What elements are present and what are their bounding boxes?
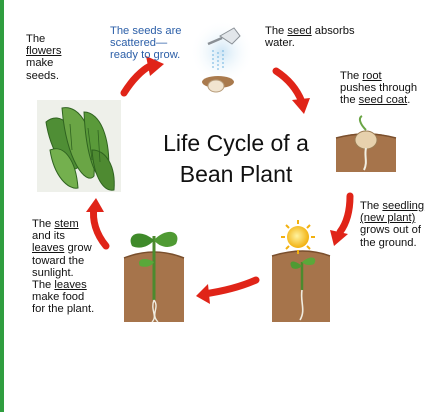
sprouting-seed-image <box>334 116 396 172</box>
growing-plant-image <box>124 232 184 322</box>
flowers-term: flowers <box>26 45 61 57</box>
stem-line-4: toward the <box>32 255 94 267</box>
root-line-3-post: . <box>407 94 410 106</box>
leaves-term: leaves <box>32 242 64 254</box>
scattered-step-text: The seeds are scattered— ready to grow. <box>110 25 182 62</box>
stem-line-6-pre: The <box>32 279 54 291</box>
root-term: root <box>362 70 381 82</box>
stem-line-7: make food <box>32 291 94 303</box>
seedling-term: seedling <box>382 200 424 212</box>
seed-coat-term: seed coat <box>359 94 408 106</box>
bean-pods-image <box>37 100 121 192</box>
flowers-step-text: The flowers make seeds. <box>26 33 61 82</box>
seedling-line-3: grows out of <box>360 224 424 236</box>
stem-term: stem <box>54 218 78 230</box>
stem-pre: The <box>32 218 54 230</box>
stem-line-1: The stem <box>32 218 94 230</box>
scattered-line-3: ready to grow. <box>110 49 182 61</box>
root-pre: The <box>340 70 362 82</box>
seedling-line-1: The seedling <box>360 200 424 212</box>
stem-line-3-post: grow <box>64 242 91 254</box>
stem-step-text: The stem and its leaves grow toward the … <box>32 218 94 316</box>
root-line-3-pre: the <box>340 94 359 106</box>
seedling-line-4: the ground. <box>360 237 424 249</box>
absorbs-step-text: The seed absorbs water. <box>265 25 355 49</box>
stem-line-3: leaves grow <box>32 242 94 254</box>
leaves-term-2: leaves <box>54 279 86 291</box>
flowers-line-1: The <box>26 33 61 45</box>
stem-line-8: for the plant. <box>32 303 94 315</box>
absorbs-post: absorbs <box>312 25 355 37</box>
absorbs-seed-term: seed <box>287 25 311 37</box>
stem-line-5: sunlight. <box>32 267 94 279</box>
root-line-1: The root <box>340 70 417 82</box>
absorbs-pre: The <box>265 25 287 37</box>
stem-line-6: The leaves <box>32 279 94 291</box>
green-edge-bar <box>0 0 4 412</box>
seedling-sun-image <box>272 220 330 322</box>
root-line-2: pushes through <box>340 82 417 94</box>
root-step-text: The root pushes through the seed coat. <box>340 70 417 107</box>
flowers-line-4: seeds. <box>26 70 61 82</box>
absorbs-line-2: water. <box>265 37 355 49</box>
seedling-pre: The <box>360 200 382 212</box>
scattered-line-1: The seeds are <box>110 25 182 37</box>
title-line-1: Life Cycle of a <box>148 128 324 159</box>
diagram-title: Life Cycle of a Bean Plant <box>148 128 324 190</box>
title-line-2: Bean Plant <box>148 159 324 190</box>
root-line-3: the seed coat. <box>340 94 417 106</box>
seedling-step-text: The seedling (new plant) grows out of th… <box>360 200 424 249</box>
flowers-line-3: make <box>26 57 61 69</box>
scattered-line-2: scattered— <box>110 37 182 49</box>
seedling-line-2: (new plant) <box>360 212 424 224</box>
absorbs-line-1: The seed absorbs <box>265 25 355 37</box>
watering-can-icon <box>190 20 254 92</box>
stem-line-2: and its <box>32 230 94 242</box>
